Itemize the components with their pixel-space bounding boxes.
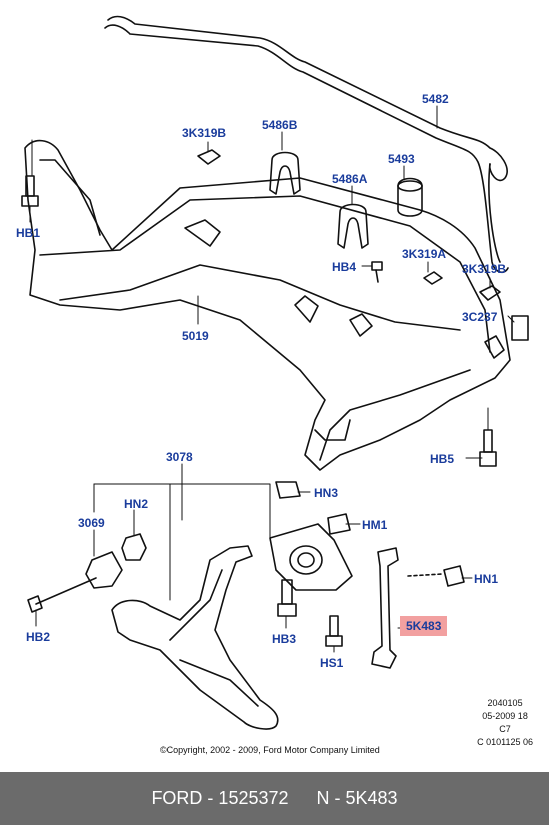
label-5486b: 5486B	[262, 118, 298, 132]
ref-code: 2040105	[487, 698, 523, 708]
label-5486a: 5486A	[332, 172, 368, 186]
ref-code: 05-2009 18	[482, 711, 528, 721]
footer-bar: FORD - 1525372 N - 5K483	[0, 772, 549, 825]
label-3k319a: 3K319A	[402, 247, 447, 261]
lower-control-arm	[85, 523, 353, 730]
ref-code: C7	[499, 724, 511, 734]
label-hb5: HB5	[430, 452, 455, 466]
label-hm1: HM1	[362, 518, 388, 532]
bolts	[21, 175, 497, 647]
label-5019: 5019	[182, 329, 209, 343]
label-5k483-highlighted: 5K483	[400, 616, 448, 636]
label-5482: 5482	[422, 92, 449, 106]
oem-part-number: N - 5K483	[316, 788, 398, 808]
label-3c237: 3C237	[462, 310, 498, 324]
copyright-notice: ©Copyright, 2002 - 2009, Ford Motor Comp…	[160, 745, 380, 755]
stabilizer-bar	[104, 15, 509, 274]
label-hb1: HB1	[16, 226, 41, 240]
label-3069: 3069	[78, 516, 105, 530]
parts-exploded-diagram	[21, 15, 529, 730]
subframe	[24, 139, 511, 471]
label-hb4: HB4	[332, 260, 357, 274]
label-hn1: HN1	[474, 572, 499, 586]
stabilizer-link	[371, 547, 399, 669]
label-3k319b-right: 3K319B	[462, 262, 507, 276]
label-hb2: HB2	[26, 630, 51, 644]
label-hn2: HN2	[124, 497, 149, 511]
leader-lines	[29, 105, 515, 653]
label-3k319b-top: 3K319B	[182, 126, 227, 140]
brand-part-number: FORD - 1525372	[151, 788, 289, 808]
reference-codes: 2040105 05-2009 18 C7 C 0101125 06	[477, 697, 533, 749]
label-hn3: HN3	[314, 486, 339, 500]
ref-code: C 0101125 06	[477, 737, 533, 747]
label-3078: 3078	[166, 450, 193, 464]
label-5493: 5493	[388, 152, 415, 166]
label-hb3: HB3	[272, 632, 297, 646]
label-hs1: HS1	[320, 656, 344, 670]
